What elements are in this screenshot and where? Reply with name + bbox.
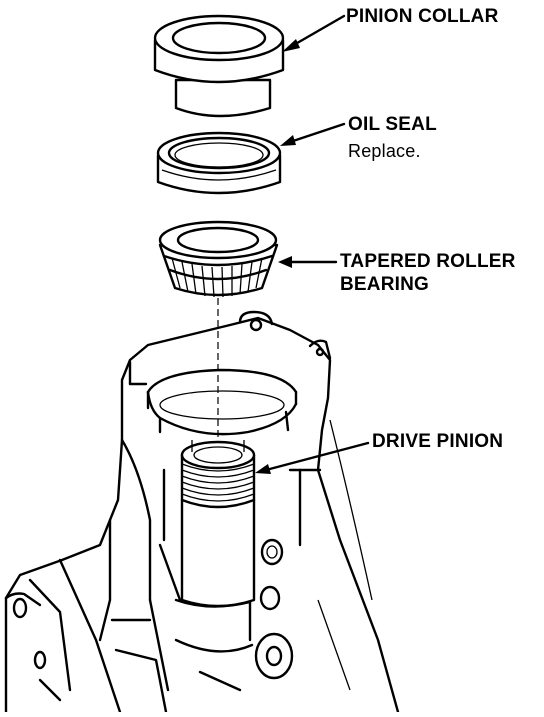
transfer-housing: [4, 310, 400, 714]
tapered-roller-bearing-part: [158, 220, 279, 298]
flange-hole-left: [12, 597, 28, 619]
pinion-collar-part: [153, 14, 285, 118]
pinion-collar-label: PINION COLLAR: [346, 6, 499, 27]
housing-boss-right-upper: [260, 538, 284, 566]
oil-seal-note: Replace.: [348, 141, 421, 161]
housing-boss-right-lower: [254, 632, 294, 680]
drive-pinion-part: [180, 440, 256, 608]
leader-lines: [255, 14, 370, 474]
tapered-roller-bearing-label-line1: TAPERED ROLLER: [340, 251, 516, 272]
housing-lug-hole: [249, 318, 263, 332]
tapered-roller-bearing-label-line2: BEARING: [340, 274, 430, 295]
oil-seal-part: [156, 131, 282, 195]
drive-pinion-label: DRIVE PINION: [372, 431, 504, 452]
oil-seal-label: OIL SEAL: [348, 114, 437, 135]
